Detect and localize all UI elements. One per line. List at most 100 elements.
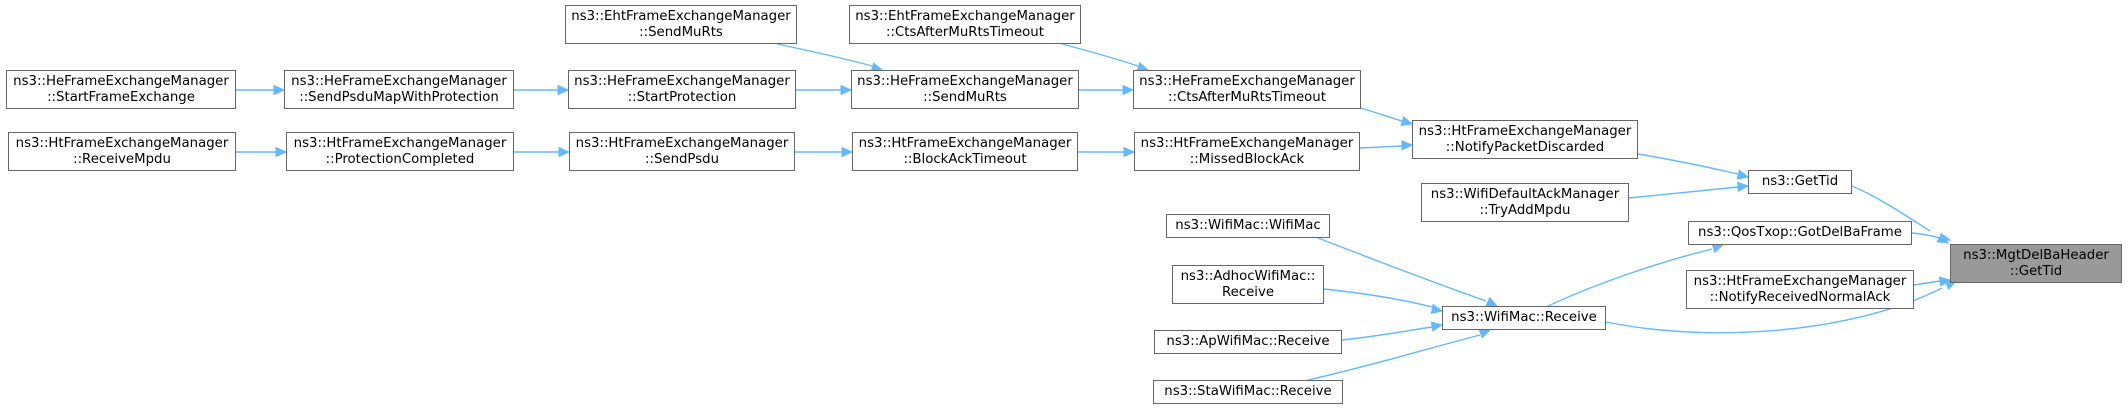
edge-try-add-mpdu-to-get-tid-arrowhead [1737, 181, 1750, 193]
node-line1: ns3::ApWifiMac::Receive [1166, 334, 1330, 349]
node-ht-fem-receive-mpdu[interactable]: ns3::HtFrameExchangeManager ::ReceiveMpd… [8, 132, 236, 171]
edge-protection-completed-to-send-psdu-arrowhead [558, 146, 571, 158]
edge-wifi-mac-wifi-mac-to-receive-line [1317, 237, 1487, 302]
edge-protection-completed-to-send-psdu [514, 146, 571, 158]
node-eht-fem-send-mu-rts[interactable]: ns3::EhtFrameExchangeManager ::SendMuRts [565, 5, 797, 44]
edge-adhoc-receive-to-receive-line [1323, 288, 1433, 308]
node-ht-fem-notify-packet-discarded[interactable]: ns3::HtFrameExchangeManager ::NotifyPack… [1412, 120, 1638, 159]
edge-eht-send-mu-rts-to-he-send-mu-rts [776, 43, 884, 73]
edge-missed-block-ack-to-notify-packet-discarded [1359, 140, 1414, 151]
edge-wifi-mac-wifi-mac-to-receive [1317, 237, 1499, 307]
edge-eht-cts-after-mu-rts-timeout-to-he [1061, 43, 1150, 73]
node-line2: ::SendPsdu [644, 151, 720, 167]
node-line2: ::BlockAckTimeout [903, 151, 1027, 167]
node-line1: ns3::HtFrameExchangeManager [293, 135, 507, 151]
node-he-fem-start-frame-exchange[interactable]: ns3::HeFrameExchangeManager ::StartFrame… [6, 70, 236, 109]
edge-missed-block-ack-to-notify-packet-discarded-line [1359, 145, 1403, 149]
node-line2: ::NotifyPacketDiscarded [1445, 139, 1605, 155]
edge-ap-receive-to-receive-arrowhead [1430, 321, 1444, 332]
node-line2: ::TryAddMpdu [1479, 202, 1571, 218]
edge-send-psdu-map-with-protection-to-start-protection-arrowhead [557, 84, 570, 96]
node-line2: ::SendMuRts [923, 89, 1007, 105]
node-line1: ns3::GetTid [1761, 174, 1839, 189]
node-target-line2: ::GetTid [2009, 263, 2063, 279]
node-line1: ns3::HtFrameExchangeManager [858, 135, 1072, 151]
node-line1: ns3::WifiMac::WifiMac [1175, 218, 1321, 233]
edge-try-add-mpdu-to-get-tid [1628, 181, 1750, 199]
edge-get-tid-to-target [1851, 185, 1950, 244]
edge-wifi-mac-wifi-mac-to-receive-arrowhead [1485, 296, 1499, 307]
node-line2: ::ReceiveMpdu [73, 151, 171, 167]
edge-block-ack-timeout-to-missed-block-ack [1078, 146, 1136, 158]
node-he-fem-send-mu-rts[interactable]: ns3::HeFrameExchangeManager ::SendMuRts [851, 70, 1079, 109]
edge-eht-cts-after-mu-rts-timeout-to-he-line [1061, 43, 1139, 67]
node-line1: ns3::HtFrameExchangeManager [1418, 123, 1632, 139]
node-line1: ns3::AdhocWifiMac:: [1180, 268, 1316, 284]
edge-notify-packet-discarded-to-get-tid [1637, 153, 1750, 180]
edge-eht-send-mu-rts-to-he-send-mu-rts-line [776, 43, 873, 67]
node-line1: ns3::EhtFrameExchangeManager [855, 8, 1075, 24]
edge-send-mu-rts-to-cts-after-mu-rts-timeout-arrowhead [1122, 84, 1135, 96]
node-target-line1: ns3::MgtDelBaHeader [1963, 247, 2109, 263]
edge-notify-packet-discarded-to-get-tid-arrowhead [1736, 169, 1750, 180]
edge-send-psdu-map-with-protection-to-start-protection [514, 84, 570, 96]
edge-ap-receive-to-receive-line [1341, 326, 1433, 341]
node-line1: ns3::WifiMac::Receive [1451, 310, 1597, 325]
node-line2: ::SendPsduMapWithProtection [299, 89, 499, 105]
node-ht-fem-notify-received-normal-ack[interactable]: ns3::HtFrameExchangeManager ::NotifyRece… [1686, 270, 1914, 309]
edge-cts-after-mu-rts-timeout-to-notify-packet-discarded-arrowhead [1400, 115, 1414, 127]
edge-block-ack-timeout-to-missed-block-ack-arrowhead [1123, 146, 1136, 158]
node-wifi-default-ack-manager-try-add-mpdu[interactable]: ns3::WifiDefaultAckManager ::TryAddMpdu [1421, 183, 1629, 222]
node-line1: ns3::WifiDefaultAckManager [1430, 186, 1620, 202]
node-line2: ::CtsAfterMuRtsTimeout [1168, 89, 1326, 105]
edge-send-mu-rts-to-cts-after-mu-rts-timeout [1079, 84, 1135, 96]
edge-received-normal-ack-to-target-line [1913, 280, 1941, 286]
node-ap-wifi-mac-receive[interactable]: ns3::ApWifiMac::Receive [1154, 330, 1342, 354]
node-ht-fem-protection-completed[interactable]: ns3::HtFrameExchangeManager ::Protection… [286, 132, 514, 171]
node-ht-fem-block-ack-timeout[interactable]: ns3::HtFrameExchangeManager ::BlockAckTi… [852, 132, 1078, 171]
edge-get-tid-to-target-line [1851, 185, 1931, 232]
edge-sta-receive-to-receive-arrowhead [1478, 328, 1492, 339]
node-line2: ::NotifyReceivedNormalAck [1709, 289, 1891, 305]
node-he-fem-cts-after-mu-rts-timeout[interactable]: ns3::HeFrameExchangeManager ::CtsAfterMu… [1133, 70, 1361, 109]
node-line1: ns3::HtFrameExchangeManager [575, 135, 789, 151]
node-ht-fem-send-psdu[interactable]: ns3::HtFrameExchangeManager ::SendPsdu [569, 132, 795, 171]
edge-start-frame-exchange-to-send-psdu-map-with-protection [236, 84, 286, 96]
node-qos-txop-got-del-ba-frame[interactable]: ns3::QosTxop::GotDelBaFrame [1688, 221, 1912, 245]
node-line1: ns3::HtFrameExchangeManager [1693, 273, 1907, 289]
node-line1: ns3::HtFrameExchangeManager [15, 135, 229, 151]
node-wifi-mac-receive[interactable]: ns3::WifiMac::Receive [1442, 306, 1606, 330]
node-line1: ns3::EhtFrameExchangeManager [571, 8, 791, 24]
edge-start-protection-to-send-mu-rts [796, 84, 853, 96]
edge-cts-after-mu-rts-timeout-to-notify-packet-discarded-line [1360, 107, 1403, 122]
node-he-fem-start-protection[interactable]: ns3::HeFrameExchangeManager ::StartProte… [568, 70, 796, 109]
edge-receive-mpdu-to-protection-completed-arrowhead [275, 146, 288, 158]
edge-notify-packet-discarded-to-get-tid-line [1637, 153, 1739, 175]
node-line1: ns3::HtFrameExchangeManager [1140, 135, 1354, 151]
node-eht-fem-cts-after-mu-rts-timeout[interactable]: ns3::EhtFrameExchangeManager ::CtsAfterM… [849, 5, 1081, 44]
node-line1: ns3::HeFrameExchangeManager [574, 73, 790, 89]
node-line2: ::CtsAfterMuRtsTimeout [886, 24, 1044, 40]
edge-sta-receive-to-receive-line [1307, 334, 1481, 381]
node-line2: ::StartProtection [627, 89, 737, 105]
edge-got-del-ba-frame-to-target-line [1911, 232, 1941, 239]
edge-adhoc-receive-to-receive-arrowhead [1430, 303, 1444, 315]
node-ht-fem-missed-block-ack[interactable]: ns3::HtFrameExchangeManager ::MissedBloc… [1134, 132, 1360, 171]
edge-send-psdu-to-block-ack-timeout-arrowhead [841, 146, 854, 158]
node-line1: ns3::HeFrameExchangeManager [1139, 73, 1355, 89]
edge-wifi-mac-receive-to-got-del-ba-frame-line [1547, 248, 1713, 307]
node-get-tid[interactable]: ns3::GetTid [1748, 170, 1852, 194]
edge-start-frame-exchange-to-send-psdu-map-with-protection-arrowhead [273, 84, 286, 96]
node-sta-wifi-mac-receive[interactable]: ns3::StaWifiMac::Receive [1153, 380, 1343, 404]
node-adhoc-wifi-mac-receive[interactable]: ns3::AdhocWifiMac:: Receive [1172, 265, 1324, 304]
node-he-fem-send-psdu-map-with-protection[interactable]: ns3::HeFrameExchangeManager ::SendPsduMa… [284, 70, 514, 109]
node-line2: ::SendMuRts [639, 24, 723, 40]
node-line2: ::MissedBlockAck [1189, 151, 1305, 167]
node-line1: ns3::HeFrameExchangeManager [857, 73, 1073, 89]
node-target[interactable]: ns3::MgtDelBaHeader ::GetTid [1950, 244, 2122, 283]
node-line1: ns3::HeFrameExchangeManager [13, 73, 229, 89]
node-wifi-mac-wifi-mac[interactable]: ns3::WifiMac::WifiMac [1166, 214, 1330, 238]
node-line1: ns3::QosTxop::GotDelBaFrame [1698, 225, 1902, 240]
